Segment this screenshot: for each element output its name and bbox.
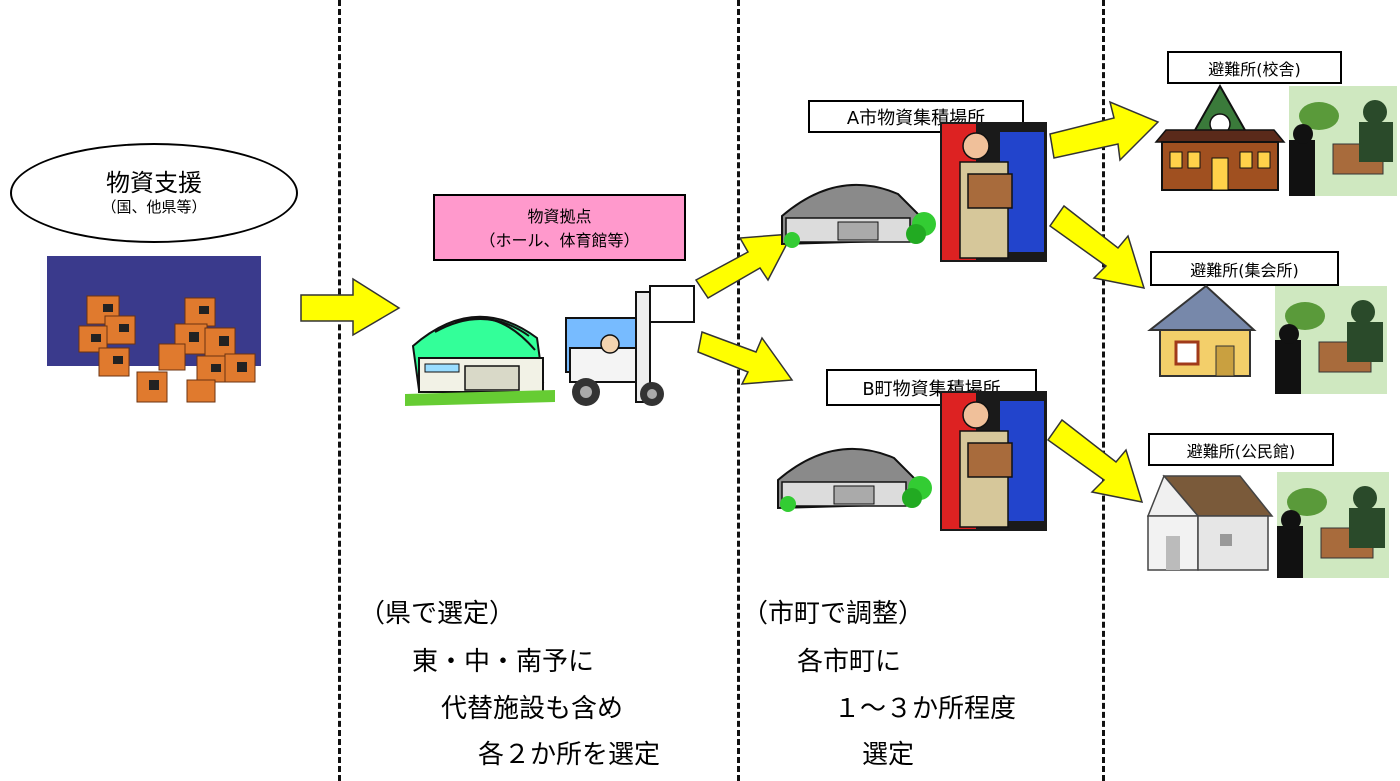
supply-subtitle: （国、他県等） — [101, 198, 207, 216]
hub-warehouse-icon — [405, 315, 555, 406]
arrow-hub-to-a — [694, 233, 794, 300]
arrow-hub-to-b — [697, 330, 794, 385]
column-divider-1 — [338, 0, 341, 781]
municipal-note-line: 選定 — [862, 740, 915, 770]
collection-b-warehouse-icon — [777, 447, 932, 512]
arrow-supply-to-hub — [300, 277, 401, 337]
hub-box: 物資拠点 （ホール、体育館等） — [433, 194, 686, 261]
shelter-school-label: 避難所(校舎) — [1167, 51, 1342, 84]
supply-boxes-illustration — [47, 256, 261, 403]
arrow-b-to-community — [1046, 418, 1144, 503]
prefecture-note-line: 代替施設も含め — [441, 694, 624, 724]
house-building-icon — [1146, 474, 1274, 571]
school-building-icon — [1154, 83, 1286, 191]
hub-sublabel: （ホール、体育館等） — [479, 231, 640, 250]
forklift-icon — [565, 285, 695, 406]
arrow-a-to-hall — [1048, 204, 1146, 289]
distribution-scene-icon — [1277, 472, 1389, 578]
arrow-a-to-school — [1049, 100, 1160, 162]
distribution-scene-icon — [1275, 286, 1387, 394]
prefecture-note-line: 各２か所を選定 — [478, 740, 661, 770]
municipal-note-line: １～３か所程度 — [834, 694, 1017, 724]
prefecture-note-heading: （県で選定） — [359, 599, 516, 629]
municipal-note-line: 各市町に — [797, 647, 902, 677]
shelter-hall-label: 避難所(集会所) — [1150, 251, 1339, 286]
shelter-community-label: 避難所(公民館) — [1148, 433, 1334, 466]
municipal-note-heading: （市町で調整） — [742, 599, 925, 629]
collection-a-worker-icon — [940, 122, 1047, 262]
collection-b-worker-icon — [940, 391, 1047, 531]
supply-title: 物資支援 — [106, 169, 202, 197]
supply-ellipse: 物資支援 （国、他県等） — [10, 143, 298, 243]
column-divider-2 — [737, 0, 740, 781]
distribution-scene-icon — [1289, 86, 1397, 196]
column-divider-3 — [1102, 0, 1105, 781]
prefecture-note-line: 東・中・南予に — [412, 647, 595, 677]
collection-a-warehouse-icon — [781, 183, 936, 248]
hall-building-icon — [1147, 284, 1257, 377]
hub-label: 物資拠点 — [527, 207, 592, 226]
collection-b-label: B町物資集積場所 — [826, 369, 1037, 406]
